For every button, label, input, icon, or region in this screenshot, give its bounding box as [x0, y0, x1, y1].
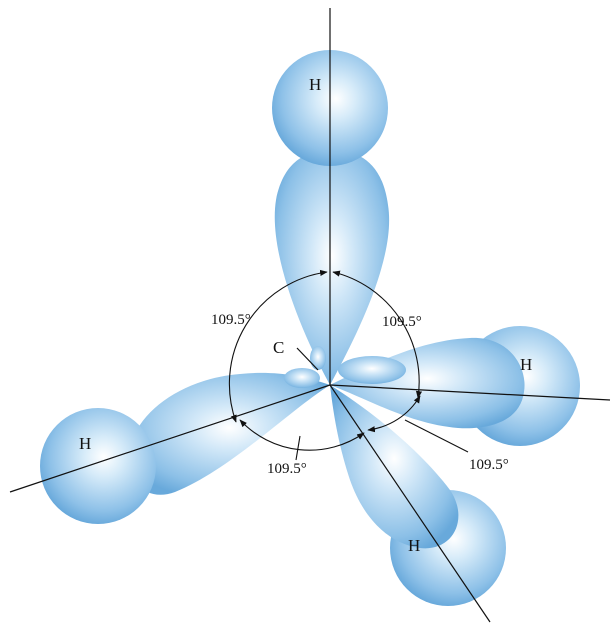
- angle-label-bottom: 109.5°: [267, 461, 307, 477]
- angle-label-right: 109.5°: [469, 457, 509, 473]
- atom-label-h-top: H: [309, 75, 321, 94]
- h-atom-left: [40, 408, 156, 524]
- atom-label-h-bottom-right: H: [408, 536, 420, 555]
- atom-label-h-right: H: [520, 355, 532, 374]
- angle-label-top-left: 109.5°: [211, 312, 251, 328]
- orbital-lobe-top: [275, 150, 389, 385]
- atom-label-h-left: H: [79, 434, 91, 453]
- angle-label-top-right: 109.5°: [382, 314, 422, 330]
- angle-leader-bottom: [296, 436, 300, 460]
- atom-label-c: C: [273, 338, 284, 357]
